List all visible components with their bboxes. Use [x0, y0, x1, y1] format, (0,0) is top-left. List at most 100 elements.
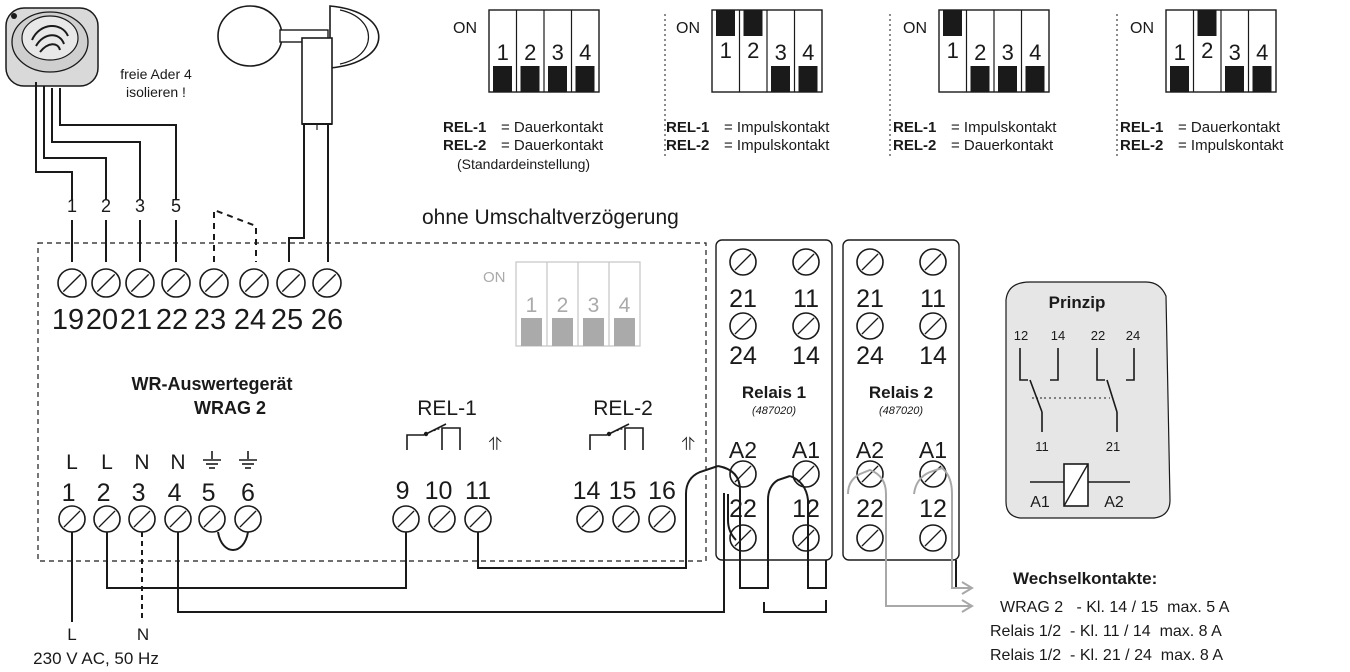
wire-number-3: 3 — [135, 196, 145, 216]
dip-on-label: ON — [453, 20, 477, 37]
terminal-6 — [234, 505, 262, 533]
dip-number: 3 — [552, 40, 564, 65]
label: 5 — [202, 479, 216, 507]
dip-number: 3 — [775, 40, 787, 65]
rel2-terminal-numbers: 14 15 16 — [573, 477, 676, 505]
relais-label-14: 14 — [792, 342, 820, 370]
terminal-23 — [199, 268, 229, 298]
label: 25 — [271, 304, 303, 336]
top-terminal-numbers: 19 20 21 22 23 24 25 26 — [52, 304, 343, 336]
relais-terminal-14 — [919, 312, 947, 340]
relais-label-21: 21 — [856, 285, 884, 313]
terminal-4 — [164, 505, 192, 533]
principle-top-labels: 12 14 22 24 — [1014, 328, 1140, 343]
relais-terminal-12 — [919, 524, 947, 552]
sensor-note-line1: freie Ader 4 — [120, 66, 192, 82]
terminal-19 — [57, 268, 87, 298]
power-labels: L L N N — [66, 451, 185, 474]
device-dip-number: 3 — [588, 294, 600, 317]
dip-number: 2 — [524, 40, 536, 65]
rel2-label: REL-2 — [593, 397, 653, 420]
anemometer — [217, 5, 380, 130]
relais-terminal-a2 — [856, 460, 884, 488]
relais-terminal-21-top — [729, 248, 757, 276]
terminal-16 — [648, 505, 676, 533]
label: 26 — [311, 304, 343, 336]
rel1-terminal-numbers: 9 10 11 — [396, 477, 491, 505]
dip-slider-2 — [970, 66, 990, 92]
anemometer-wire-25 — [288, 124, 305, 262]
rel1-setting-label: REL-1 — [1120, 119, 1163, 136]
dip-on-label: ON — [1130, 20, 1154, 37]
rel2-contact-symbol — [589, 423, 644, 450]
relais-label-24: 24 — [856, 342, 884, 370]
device-enclosure — [37, 242, 707, 562]
mains-n-label: N — [137, 625, 149, 644]
principle-mid-11: 11 — [1035, 439, 1049, 454]
rel1-setting-value: = Dauerkontakt — [1178, 119, 1281, 136]
terminal-5 — [198, 505, 226, 533]
terminal-11 — [464, 505, 492, 533]
dip-slider-4 — [575, 66, 595, 92]
sensor-note-line2: isolieren ! — [126, 84, 186, 100]
config-separators — [664, 14, 1118, 158]
terminal-1 — [58, 505, 86, 533]
label: 21 — [120, 304, 152, 336]
terminal-3 — [128, 505, 156, 533]
terminal-26 — [312, 268, 342, 298]
label: N — [134, 451, 149, 474]
relais-terminal-11-top — [792, 248, 820, 276]
relais-terminal-a2 — [729, 460, 757, 488]
relais-terminal-14 — [792, 312, 820, 340]
principle-coil-a1: A1 — [1030, 494, 1050, 511]
relais-label-a1: A1 — [792, 437, 820, 463]
relais-label-11: 11 — [920, 285, 946, 313]
device-dip-slider-3 — [583, 318, 604, 346]
dip-slider-2 — [1197, 10, 1217, 36]
dip-number: 3 — [1002, 40, 1014, 65]
dip-number: 4 — [579, 40, 591, 65]
changeover-line-1: WRAG 2 - Kl. 14 / 15 max. 5 A — [1000, 599, 1230, 616]
terminal-14 — [576, 505, 604, 533]
relais-label-24: 24 — [729, 342, 757, 370]
relais-terminal-22 — [729, 524, 757, 552]
terminal-21 — [125, 268, 155, 298]
device-dip-number: 4 — [619, 294, 631, 317]
terminal-20 — [91, 268, 121, 298]
dip-number: 4 — [802, 40, 814, 65]
relais-title: Relais 1 — [742, 383, 806, 402]
label: 6 — [241, 479, 255, 507]
label: 4 — [168, 479, 182, 507]
dip-number: 3 — [1229, 40, 1241, 65]
rain-sensor — [5, 7, 99, 87]
rel2-setting-label: REL-2 — [893, 137, 936, 154]
rel2-setting-value: = Impulskontakt — [1178, 137, 1284, 154]
relais-terminal-11-top — [919, 248, 947, 276]
dip-number: 2 — [747, 38, 759, 63]
relais-label-a2: A2 — [856, 437, 884, 463]
relais-label-11: 11 — [793, 285, 819, 313]
rel1-setting-label: REL-1 — [666, 119, 709, 136]
device-model: WRAG 2 — [194, 398, 266, 418]
relais-label-a2: A2 — [729, 437, 757, 463]
terminal-24 — [239, 268, 269, 298]
label: 24 — [1126, 328, 1140, 343]
device-dip-slider-1 — [521, 318, 542, 346]
terminal-15 — [612, 505, 640, 533]
relais-terminal-a1 — [919, 460, 947, 488]
relais-label-12: 12 — [919, 495, 947, 523]
principle-coil — [1030, 463, 1130, 507]
dip-slider-3 — [771, 66, 790, 92]
dip-slider-3 — [1225, 66, 1244, 92]
relais-part-number: (487020) — [879, 405, 923, 417]
dip-slider-1 — [1170, 66, 1189, 92]
gray-signal-wires — [847, 466, 974, 613]
device-dip-number: 2 — [557, 294, 569, 317]
label: 9 — [396, 477, 410, 505]
rel1-setting-label: REL-1 — [893, 119, 936, 136]
